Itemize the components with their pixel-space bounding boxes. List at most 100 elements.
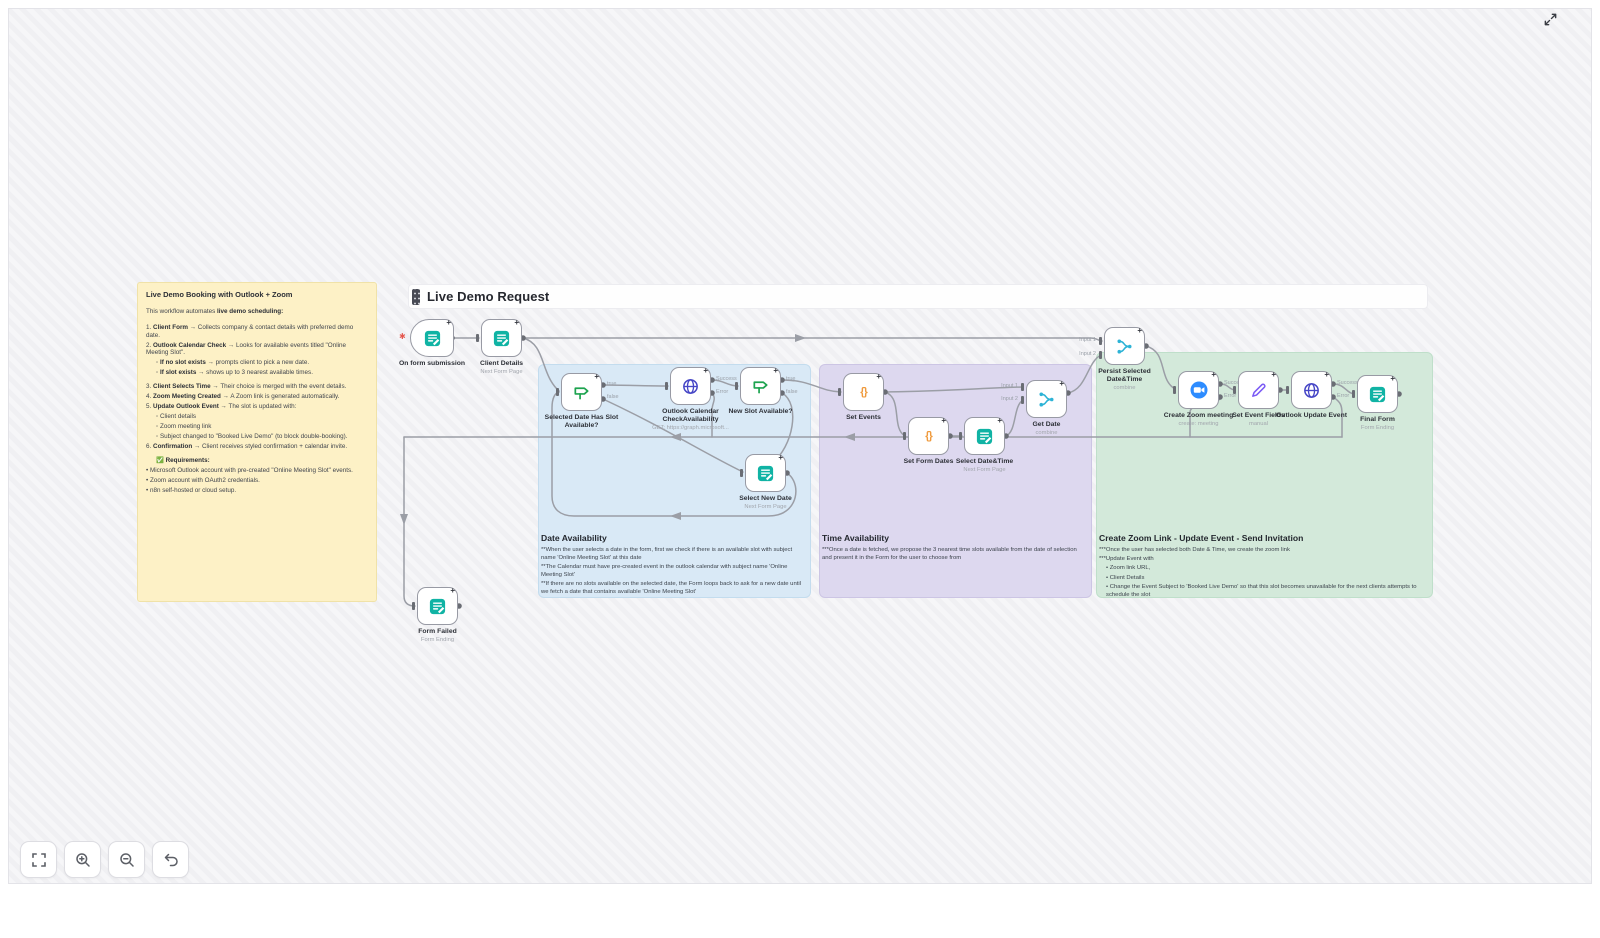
node-subtitle: combine bbox=[1113, 385, 1136, 392]
node-subtitle: manual bbox=[1248, 421, 1268, 428]
node-label: Selected Date Has Slot Available? bbox=[544, 414, 619, 429]
node-label: Select New Date bbox=[739, 495, 792, 502]
port-label: Success bbox=[716, 376, 737, 382]
plus-icon: + bbox=[1324, 370, 1329, 379]
node-label: Persist Selected Date&Time bbox=[1098, 368, 1151, 383]
node-label: Set Events bbox=[846, 414, 881, 421]
node-selected-date-has-slot-available[interactable]: + Selected Date Has Slot Available? bbox=[545, 373, 619, 429]
plus-icon: + bbox=[778, 453, 783, 462]
node-label: Outlook Calendar CheckAvailability bbox=[662, 408, 719, 423]
zoom-out-button[interactable] bbox=[108, 841, 145, 878]
node-new-slot-available[interactable]: + New Slot Available? bbox=[728, 366, 792, 416]
plus-icon: + bbox=[997, 416, 1002, 425]
merge-icon bbox=[1039, 391, 1054, 407]
region-title: Time Availability bbox=[822, 533, 890, 543]
node-on-form-submission[interactable]: + On form submission bbox=[399, 318, 465, 368]
fit-view-icon bbox=[31, 852, 46, 867]
node-label: Outlook Update Event bbox=[1276, 412, 1347, 419]
braces-icon: {} bbox=[925, 430, 933, 442]
sticky-requirement: • Microsoft Outlook account with pre-cre… bbox=[146, 467, 353, 475]
port-label: false bbox=[607, 394, 619, 400]
node-label: Set Event Fields bbox=[1232, 412, 1285, 419]
plus-icon: + bbox=[1271, 370, 1276, 379]
form-icon bbox=[1369, 386, 1386, 402]
node-set-event-fields[interactable]: + Set Event Fields manual bbox=[1232, 370, 1285, 428]
globe-icon bbox=[683, 378, 698, 394]
sticky-requirement: • Zoom account with OAuth2 credentials. bbox=[146, 477, 260, 485]
region-title: Create Zoom Link - Update Event - Send I… bbox=[1099, 533, 1304, 543]
node-label: Client Details bbox=[479, 360, 524, 367]
form-icon bbox=[976, 428, 993, 444]
region-title: Date Availability bbox=[541, 533, 607, 543]
plus-icon: + bbox=[1390, 374, 1395, 383]
node-subtitle: Next Form Page bbox=[744, 504, 787, 511]
sticky-step: 1. Client Form → Collects company & cont… bbox=[146, 324, 354, 339]
undo-button[interactable] bbox=[152, 841, 189, 878]
port-label: Input 2 bbox=[1079, 351, 1096, 357]
zoom-camera-icon bbox=[1190, 381, 1207, 399]
sticky-substep: ◦ Client details bbox=[156, 413, 197, 421]
plus-icon: + bbox=[941, 416, 946, 425]
sticky-step: 2. Outlook Calendar Check → Looks for av… bbox=[146, 341, 346, 357]
node-label: Form Failed bbox=[418, 628, 457, 635]
braces-icon: {} bbox=[860, 386, 868, 398]
port-label: Success bbox=[1337, 380, 1358, 386]
node-subtitle: combine bbox=[1035, 430, 1058, 437]
zoom-in-button[interactable] bbox=[64, 841, 101, 878]
node-subtitle: create: meeting bbox=[1178, 421, 1219, 428]
fit-view-button[interactable] bbox=[20, 841, 57, 878]
plus-icon: + bbox=[773, 366, 778, 375]
sticky-intro: This workflow automates live demo schedu… bbox=[146, 308, 284, 315]
if-branch-icon bbox=[574, 386, 589, 400]
trigger-bolt-icon: ✱ bbox=[399, 332, 406, 341]
sticky-step: 5. Update Outlook Event → The slot is up… bbox=[146, 403, 297, 411]
port-label: Error bbox=[1224, 393, 1237, 399]
sticky-requirements-title: ✅ Requirements: bbox=[156, 457, 210, 465]
merge-icon bbox=[1117, 338, 1132, 354]
region-text-create-zoom: Create Zoom Link - Update Event - Send I… bbox=[1099, 533, 1425, 600]
undo-icon bbox=[164, 853, 178, 866]
port-label: false bbox=[786, 389, 798, 395]
node-subtitle: Next Form Page bbox=[963, 467, 1006, 474]
sticky-note-overview[interactable]: Live Demo Booking with Outlook + Zoom Th… bbox=[137, 282, 377, 602]
port-label: Error bbox=[716, 389, 729, 395]
node-label: On form submission bbox=[398, 360, 466, 367]
workflow-title-bar[interactable]: Live Demo Request bbox=[408, 284, 1428, 309]
node-outlook-update-event[interactable]: + Outlook Update Event bbox=[1276, 370, 1347, 420]
form-icon bbox=[493, 330, 510, 346]
plus-icon: + bbox=[1059, 379, 1064, 388]
region-text-date-availability: Date Availability **When the user select… bbox=[541, 533, 801, 595]
expand-fullscreen-button[interactable] bbox=[1540, 9, 1560, 29]
plus-icon: + bbox=[446, 318, 451, 327]
sticky-step: 4. Zoom Meeting Created → A Zoom link is… bbox=[146, 393, 340, 401]
node-set-events[interactable]: + {} Set Events bbox=[843, 373, 884, 421]
sticky-step: 3. Client Selects Time → Their choice is… bbox=[146, 383, 347, 391]
node-label: New Slot Available? bbox=[728, 408, 793, 415]
plus-icon: + bbox=[703, 366, 708, 375]
plus-icon: + bbox=[1211, 370, 1216, 379]
port-label: Input 1 bbox=[1001, 383, 1018, 389]
zoom-out-icon bbox=[119, 852, 134, 867]
sticky-step: 6. Confirmation → Client receives styled… bbox=[146, 443, 348, 451]
port-label: Success bbox=[1224, 380, 1245, 386]
node-subtitle: GET: https://graph.microsoft... bbox=[652, 425, 729, 432]
drag-handle-icon[interactable] bbox=[412, 288, 420, 305]
port-label: true bbox=[607, 381, 617, 387]
pencil-icon bbox=[1252, 382, 1266, 397]
plus-icon: + bbox=[514, 318, 519, 327]
node-subtitle: Form Ending bbox=[420, 637, 455, 644]
port-label: Input 1 bbox=[1079, 337, 1096, 343]
node-set-form-dates[interactable]: + {} Set Form Dates bbox=[904, 416, 954, 466]
port-label: Input 2 bbox=[1001, 396, 1018, 402]
sticky-substep: ◦ If slot exists → shows up to 3 nearest… bbox=[156, 369, 313, 377]
port-label: true bbox=[786, 376, 796, 382]
